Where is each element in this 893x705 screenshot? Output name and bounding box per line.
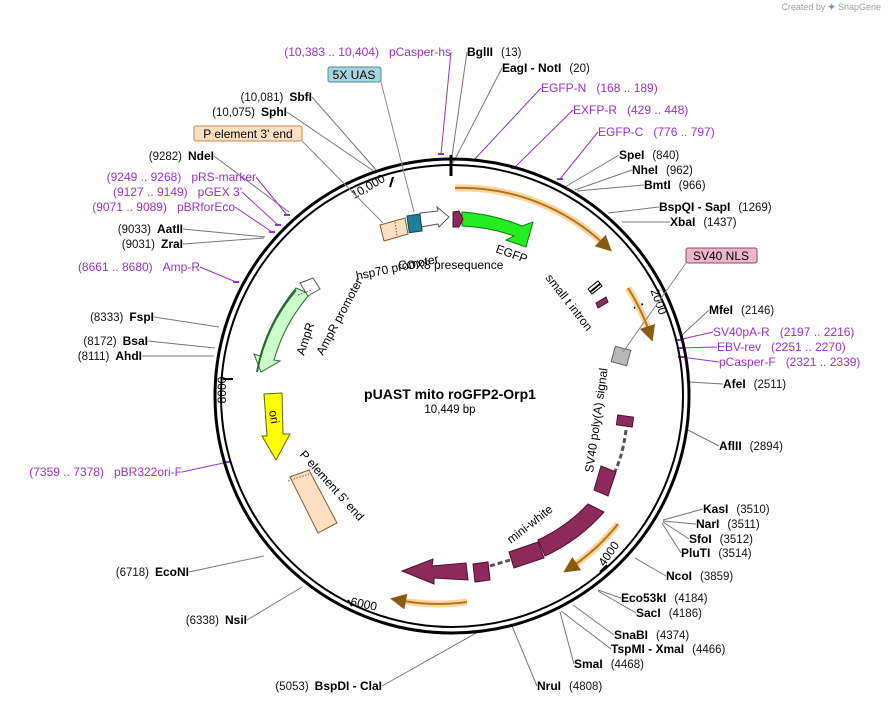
sv40pa-label: SV40 poly(A) signal [582,367,611,473]
scale-tick-label: 6000 [349,594,378,613]
primer-label: SV40pA-R(2197 .. 2216) [713,325,854,339]
restriction-site-label: NarI(3511) [696,517,760,531]
restriction-sites: BglII(13) EagI - NotI(20) SpeI(840)NheI(96… [78,45,786,693]
restriction-site-label: SfoI(3512) [689,532,753,546]
credit-brand: SnapGene [837,2,881,12]
leader-lines [142,51,724,687]
svg-text:P element 3' end: P element 3' end [203,127,292,141]
restriction-site-label: SmaI(4468) [574,657,644,671]
restriction-site-label: BglII(13) [467,45,522,59]
plasmid-length: 10,449 bp [424,404,475,416]
restriction-site-label: (8172)BsaI [83,334,148,348]
plasmid-title: pUAST mito roGFP2-Orp1 [364,386,536,402]
restriction-site-label: AflII(2894) [719,439,783,453]
restriction-site-label: SnaBI(4374) [614,628,689,642]
hsp70-promoter-feature [419,205,450,228]
p-element-3-feature [379,217,409,242]
scale-tick-label: 8000 [215,376,229,403]
uas-block [406,213,423,234]
restriction-site-label: SpeI(840) [619,148,679,162]
restriction-site-label: AfeI(2511) [723,377,786,391]
restriction-site-label: EagI - NotI(20) [502,61,590,75]
ampr-promoter-feature [299,277,321,297]
ampr-promoter-label: AmpR promoter [313,276,365,357]
primer-label: (10,383 .. 10,404)pCasper-hs [284,45,451,59]
p-element-5-feature [289,469,338,534]
sv40-nls-label-box: SV40 NLS [685,247,758,264]
restriction-site-label: BspQI - SapI(1269) [659,200,772,214]
mini-white-seg-2 [537,503,605,557]
cox8-feature [452,210,464,228]
mini-white-seg-3 [508,541,545,569]
egfp-feature [461,211,534,248]
small-t-label: small t intron [543,271,596,333]
restriction-site-label: PluTI(3514) [681,546,752,560]
restriction-site-label: (5053)BspDI - ClaI [275,679,382,693]
ori-feature [261,392,291,462]
primer-label: (8661 .. 8680)Amp-R [78,260,200,274]
restriction-site-label: (9282)NdeI [149,149,214,163]
restriction-site-label: (6718)EcoNI [116,565,189,579]
primer-label: (7359 .. 7378)pBR322ori-F [29,465,182,479]
svg-text:SV40 NLS: SV40 NLS [693,249,749,263]
primer-label: (9249 .. 9268)pRS-marker [107,170,256,184]
cox8-label: COX8 presequence [398,258,504,272]
svg-text:5X UAS: 5X UAS [333,68,376,82]
credit-prefix: Created by [781,2,826,12]
mini-white-seg-4 [472,561,491,583]
restriction-site-label: NcoI(3859) [666,569,733,583]
restriction-site-label: NheI(962) [632,163,693,177]
restriction-site-label: XbaI(1437) [670,215,737,229]
restriction-site-label: Eco53kI(4184) [621,591,708,605]
restriction-site-label: BmtI(966) [644,178,706,192]
restriction-site-label: (10,075)SphI [212,105,287,119]
features [253,205,635,585]
sv40-polya-feature [615,414,635,428]
restriction-site-label: (6338)NsiI [186,613,247,627]
ori-label: ori [266,409,282,425]
restriction-site-label: TspMI - XmaI(4466) [611,642,726,656]
primer-label: EGFP-N(168 .. 189) [541,81,658,95]
restriction-site-label: (9033)AatII [118,222,183,236]
primer-label: EBV-rev(2251 .. 2270) [717,340,846,354]
p3-label-box: P element 3' end [193,125,303,142]
snapgene-logo-icon: ✦ [827,2,836,12]
restriction-site-label: KasI(3510) [703,502,770,516]
restriction-site-label: (9031)ZraI [122,237,183,251]
uas-label-box: 5X UAS [327,66,382,83]
primer-label: (9127 .. 9149)pGEX 3' [113,185,242,199]
mini-white-seg-1 [593,465,617,497]
sv40-nls-feature [610,345,632,367]
primer-label: EGFP-C(776 .. 797) [598,125,715,139]
restriction-site-label: (10,081)SbfI [240,90,312,104]
restriction-site-label: NruI(4808) [537,679,602,693]
orf-arcs [390,184,656,610]
primer-label: EXFP-R(429 .. 448) [573,103,688,117]
mini-white-arrow [400,558,469,585]
restriction-site-label: SacI(4186) [636,606,702,620]
restriction-site-label: MfeI(2146) [709,303,774,317]
restriction-site-label: (8111)AhdI [78,349,142,363]
snapgene-credit: Created by ✦ SnapGene [781,2,881,13]
small-t-intron-feature [587,280,609,309]
primer-label: (9071 .. 9089)pBRforEco [92,200,235,214]
restriction-site-label: (8333)FspI [90,310,154,324]
primer-label: pCasper-F(2321 .. 2339) [719,355,860,369]
